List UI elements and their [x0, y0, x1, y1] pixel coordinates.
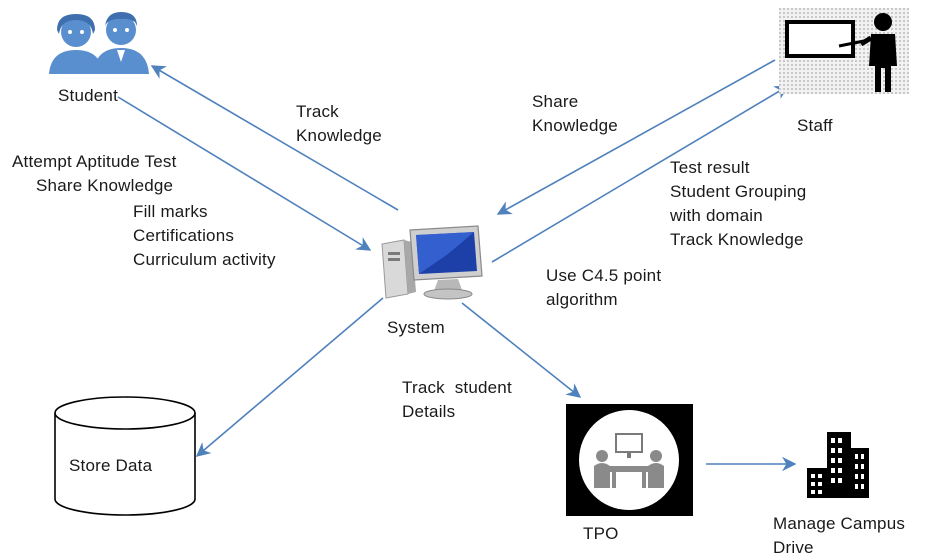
track-knowledge-line-1: Track	[296, 102, 339, 121]
staff-label: Staff	[797, 116, 833, 135]
students-icon	[43, 8, 153, 74]
algorithm-label: Use C4.5 point algorithm	[546, 264, 661, 312]
share-knowledge-text: Share Knowledge	[36, 176, 174, 195]
share-text: Share	[532, 92, 579, 111]
arrow-staff-to-system	[496, 59, 776, 215]
algorithm-text: algorithm	[546, 290, 618, 309]
fill-marks-text: Fill marks	[133, 202, 208, 221]
curriculum-activity-text: Curriculum activity	[133, 250, 276, 269]
computer-icon	[378, 224, 490, 302]
manage-campus-line-2: Drive	[773, 538, 814, 557]
arrow-student-to-system	[117, 96, 372, 251]
tpo-label: TPO	[583, 524, 619, 543]
track-student-text: Track student	[402, 378, 512, 397]
test-result-text: Test result	[670, 158, 750, 177]
system-to-staff-label: Test result Student Grouping with domain…	[670, 156, 806, 252]
share-knowledge-staff-label: Share Knowledge	[532, 90, 618, 138]
student-details-label: Fill marks Certifications Curriculum act…	[133, 200, 276, 272]
with-domain-text: with domain	[670, 206, 763, 225]
track-knowledge-label: Track Knowledge	[296, 100, 382, 148]
track-knowledge-line-2: Knowledge	[296, 126, 382, 145]
arrow-system-to-staff	[491, 85, 790, 263]
database-cylinder-icon	[51, 395, 199, 519]
teacher-board-icon	[779, 8, 909, 94]
buildings-icon	[803, 428, 873, 498]
system-label: System	[387, 318, 445, 337]
student-label: Student	[58, 86, 119, 105]
store-data-label: Store Data	[69, 456, 153, 475]
manage-campus-drive-label: Manage Campus Drive	[773, 512, 905, 560]
track-student-details-label: Track student Details	[402, 376, 512, 424]
student-grouping-text: Student Grouping	[670, 182, 807, 201]
use-c45-text: Use C4.5 point	[546, 266, 662, 285]
student-to-system-label: Attempt Aptitude Test Share Knowledge	[12, 150, 177, 198]
arrow-system-to-store-data	[195, 297, 384, 457]
certifications-text: Certifications	[133, 226, 235, 245]
meeting-icon	[566, 404, 693, 516]
attempt-aptitude-test-text: Attempt Aptitude Test	[12, 152, 177, 171]
knowledge-text: Knowledge	[532, 116, 618, 135]
arrow-system-to-student	[150, 65, 399, 211]
details-text: Details	[402, 402, 456, 421]
track-knowledge-staff-text: Track Knowledge	[670, 230, 804, 249]
arrow-system-to-tpo	[461, 302, 582, 398]
manage-campus-line-1: Manage Campus	[773, 514, 906, 533]
